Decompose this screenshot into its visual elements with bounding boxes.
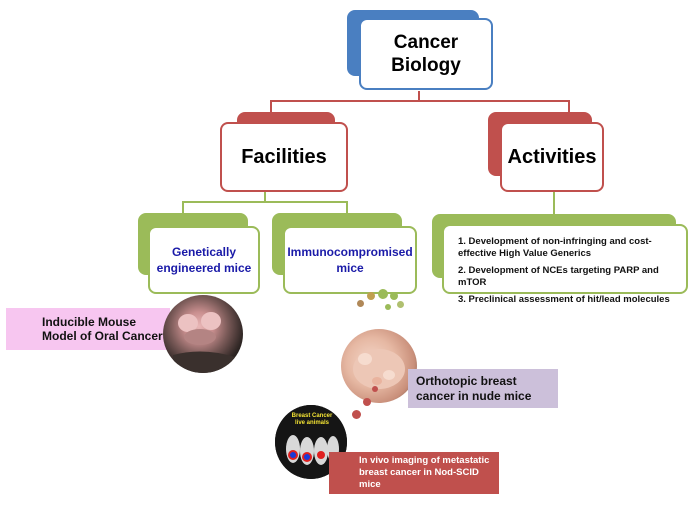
connector-facilities-horizontal xyxy=(182,201,348,203)
inducible-label: Inducible Mouse Model of Oral Cancer xyxy=(42,315,163,343)
root-node: Cancer Biology xyxy=(359,18,493,90)
invivo-photo-caption: Breast Cancer live animals xyxy=(291,413,333,426)
activity-item-2: 2. Development of NCEs targeting PARP an… xyxy=(458,265,659,288)
thought-dot xyxy=(390,292,398,300)
connector-facilities-stem xyxy=(264,192,266,202)
facilities-title: Facilities xyxy=(241,145,327,168)
thought-dot xyxy=(367,292,375,300)
connector-root-left-drop xyxy=(270,100,272,112)
connector-facilities-left-drop xyxy=(182,201,184,213)
thought-dot xyxy=(378,289,388,299)
nude-mouse-photo-art xyxy=(353,349,405,389)
activities-title: Activities xyxy=(507,145,597,168)
nude-mouse-photo xyxy=(341,329,417,403)
immuno-node: Immunocompromised mice xyxy=(283,226,417,294)
activity-item-1: 1. Development of non-infringing and cos… xyxy=(458,236,652,259)
oral-cancer-photo-art xyxy=(173,312,235,373)
activities-list: 1. Development of non-infringing and cos… xyxy=(442,224,688,305)
invivo-label: In vivo imaging of metastatic breast can… xyxy=(359,455,490,490)
connector-root-horizontal xyxy=(270,100,570,102)
genetically-node: Genetically engineered mice xyxy=(148,226,260,294)
activities-node: Activities xyxy=(500,122,604,192)
orthotopic-label: Orthotopic breast cancer in nude mice xyxy=(416,373,532,403)
facilities-node: Facilities xyxy=(220,122,348,192)
connector-activities-drop xyxy=(553,192,555,214)
invivo-label-box: In vivo imaging of metastatic breast can… xyxy=(329,452,499,494)
thought-dot xyxy=(357,300,364,307)
genetically-label: Genetically engineered mice xyxy=(156,245,252,275)
thought-dot xyxy=(372,386,378,392)
oral-cancer-photo xyxy=(163,295,243,373)
activity-item-3: 3. Preclinical assessment of hit/lead mo… xyxy=(458,294,670,305)
thought-dot xyxy=(352,410,361,419)
thought-dot xyxy=(385,304,391,310)
inducible-label-box: Inducible Mouse Model of Oral Cancer xyxy=(6,308,170,350)
connector-root-stem xyxy=(418,91,420,101)
immuno-label: Immunocompromised mice xyxy=(287,245,413,275)
root-title-line2: Biology xyxy=(391,55,461,76)
connector-facilities-right-drop xyxy=(346,201,348,213)
thought-dot xyxy=(397,301,404,308)
root-title-line1: Cancer xyxy=(393,32,459,53)
connector-root-right-drop xyxy=(568,100,570,112)
orthotopic-label-box: Orthotopic breast cancer in nude mice xyxy=(408,369,558,408)
thought-dot xyxy=(363,398,371,406)
